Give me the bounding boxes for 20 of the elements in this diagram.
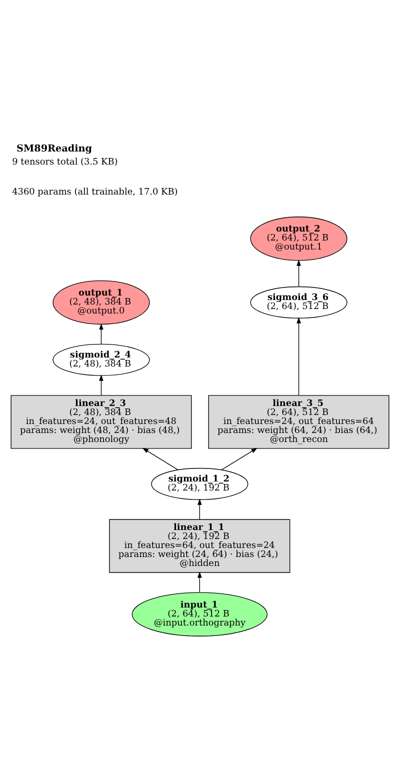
arrow [221,448,258,470]
node-box: linear_3_5 (2, 64), 512 B in_features=24, out_features=64 params: weight (64, 24) · bias (64,) @orth_recon [208,395,390,449]
node-ellipse: sigmoid_2_4 (2, 48), 384 B [52,344,150,376]
node-ellipse: input_1 (2, 64), 512 B @input.orthography [132,592,268,636]
arrow [296,317,301,396]
node-ellipse: output_1 (2, 48), 384 B @output.0 [52,280,150,325]
arrow [99,374,104,396]
arrow [296,260,301,287]
node-ellipse: sigmoid_3_6 (2, 64), 512 B [250,286,348,318]
node-box: linear_1_1 (2, 24), 192 B in_features=64, out_features=24 params: weight (24, 64) · bias (24,) @hidden [109,519,290,573]
arrow [197,572,202,593]
node-box: linear_2_3 (2, 48), 384 B in_features=24, out_features=48 params: weight (48, 24) · bias (48,) @phonology [10,395,192,449]
label: 9 tensors total (3.5 KB) [12,158,118,168]
label: 4360 params (all trainable, 17.0 KB) [12,187,178,198]
node-ellipse: output_2 (2, 64), 512 B @output.1 [250,216,348,261]
arrow [99,323,104,345]
arrow [197,498,202,520]
arrow [142,448,178,470]
node-ellipse: sigmoid_1_2 (2, 24), 192 B [151,468,248,500]
diagram-title: SM89Reading [16,144,92,155]
